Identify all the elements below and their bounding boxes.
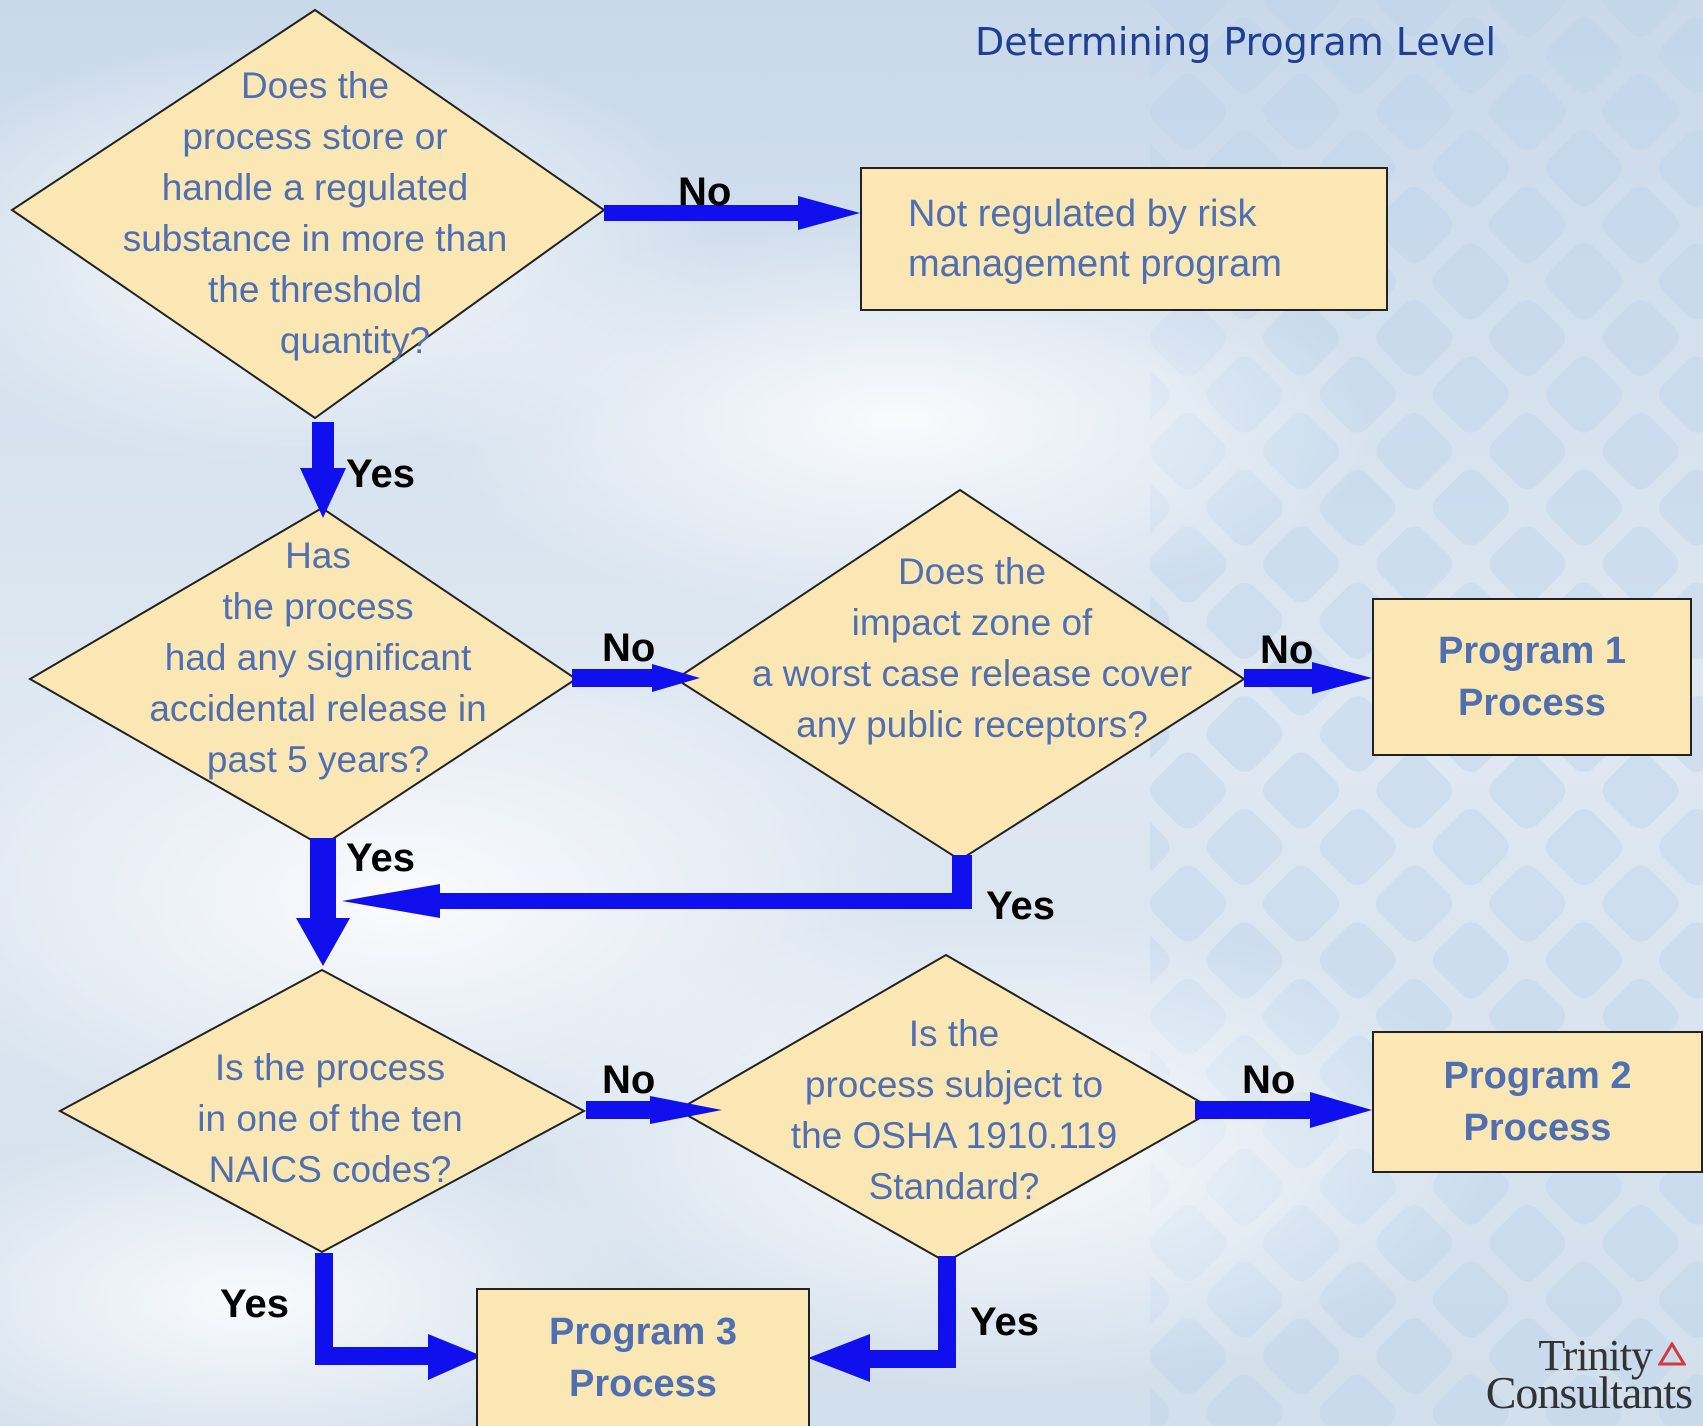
arrowhead-d2-yes bbox=[296, 918, 350, 966]
arrow-d1-no bbox=[604, 205, 804, 221]
arrowhead-d2-no bbox=[652, 664, 700, 692]
arrowhead-d5-no bbox=[1310, 1092, 1372, 1128]
arrowhead-d3-no bbox=[1312, 662, 1372, 694]
decision-public-receptors-text: Does the impact zone of a worst case rel… bbox=[751, 551, 1193, 745]
label-d4-yes: Yes bbox=[220, 1282, 289, 1326]
trinity-consultants-logo: Trinity Consultants bbox=[1462, 1330, 1693, 1418]
arrowhead-d5-yes bbox=[808, 1334, 870, 1382]
arrowhead-d1-no bbox=[798, 196, 860, 230]
label-d1-no: No bbox=[678, 170, 732, 214]
arrowhead-d4-no bbox=[650, 1096, 722, 1124]
arrow-d4-no bbox=[586, 1101, 656, 1119]
decision-threshold-quantity bbox=[10, 8, 606, 420]
arrow-d3-no bbox=[1244, 669, 1318, 687]
arrow-d3-yes-left bbox=[435, 893, 972, 909]
arrowhead-d4-yes bbox=[428, 1334, 482, 1380]
box-program-3: Program 3 Process bbox=[476, 1288, 810, 1426]
label-d4-no: No bbox=[602, 1058, 656, 1102]
label-d3-no: No bbox=[1260, 628, 1314, 672]
label-d5-yes: Yes bbox=[970, 1300, 1039, 1344]
decision-naics-codes-text: Is the process in one of the ten NAICS c… bbox=[197, 1047, 463, 1190]
page-title: Determining Program Level bbox=[975, 20, 1497, 64]
arrow-d4-yes-right bbox=[315, 1347, 433, 1365]
arrow-d1-yes bbox=[312, 422, 334, 472]
box-program-2: Program 2 Process bbox=[1372, 1031, 1703, 1173]
arrowhead-d3-yes bbox=[342, 884, 440, 918]
label-d1-yes: Yes bbox=[346, 452, 415, 496]
label-d5-no: No bbox=[1242, 1058, 1296, 1102]
label-d2-yes: Yes bbox=[346, 836, 415, 880]
decision-osha-standard-text: Is the process subject to the OSHA 1910.… bbox=[790, 1013, 1118, 1207]
arrowhead-d1-yes bbox=[300, 468, 346, 518]
decision-accidental-release-text: Has the process had any significant acci… bbox=[149, 535, 487, 780]
arrow-d2-yes bbox=[310, 838, 336, 928]
decision-threshold-quantity-text: Does the process store or handle a regul… bbox=[122, 65, 508, 361]
triangle-icon bbox=[1658, 1342, 1686, 1366]
decision-naics-codes bbox=[57, 968, 587, 1254]
arrow-d5-yes-down bbox=[938, 1256, 956, 1368]
label-d3-yes: Yes bbox=[986, 884, 1055, 928]
logo-line-2: Consultants bbox=[1485, 1367, 1693, 1418]
logo-line-1: Trinity bbox=[1538, 1331, 1653, 1380]
box-program-1: Program 1 Process bbox=[1372, 598, 1692, 756]
box-not-regulated: Not regulated by risk management program bbox=[860, 167, 1388, 311]
arrow-d5-yes-left bbox=[866, 1350, 956, 1368]
arrow-d4-yes-down bbox=[315, 1253, 333, 1365]
arrow-d2-no bbox=[572, 669, 658, 687]
arrow-d5-no bbox=[1195, 1101, 1315, 1119]
label-d2-no: No bbox=[602, 626, 656, 670]
